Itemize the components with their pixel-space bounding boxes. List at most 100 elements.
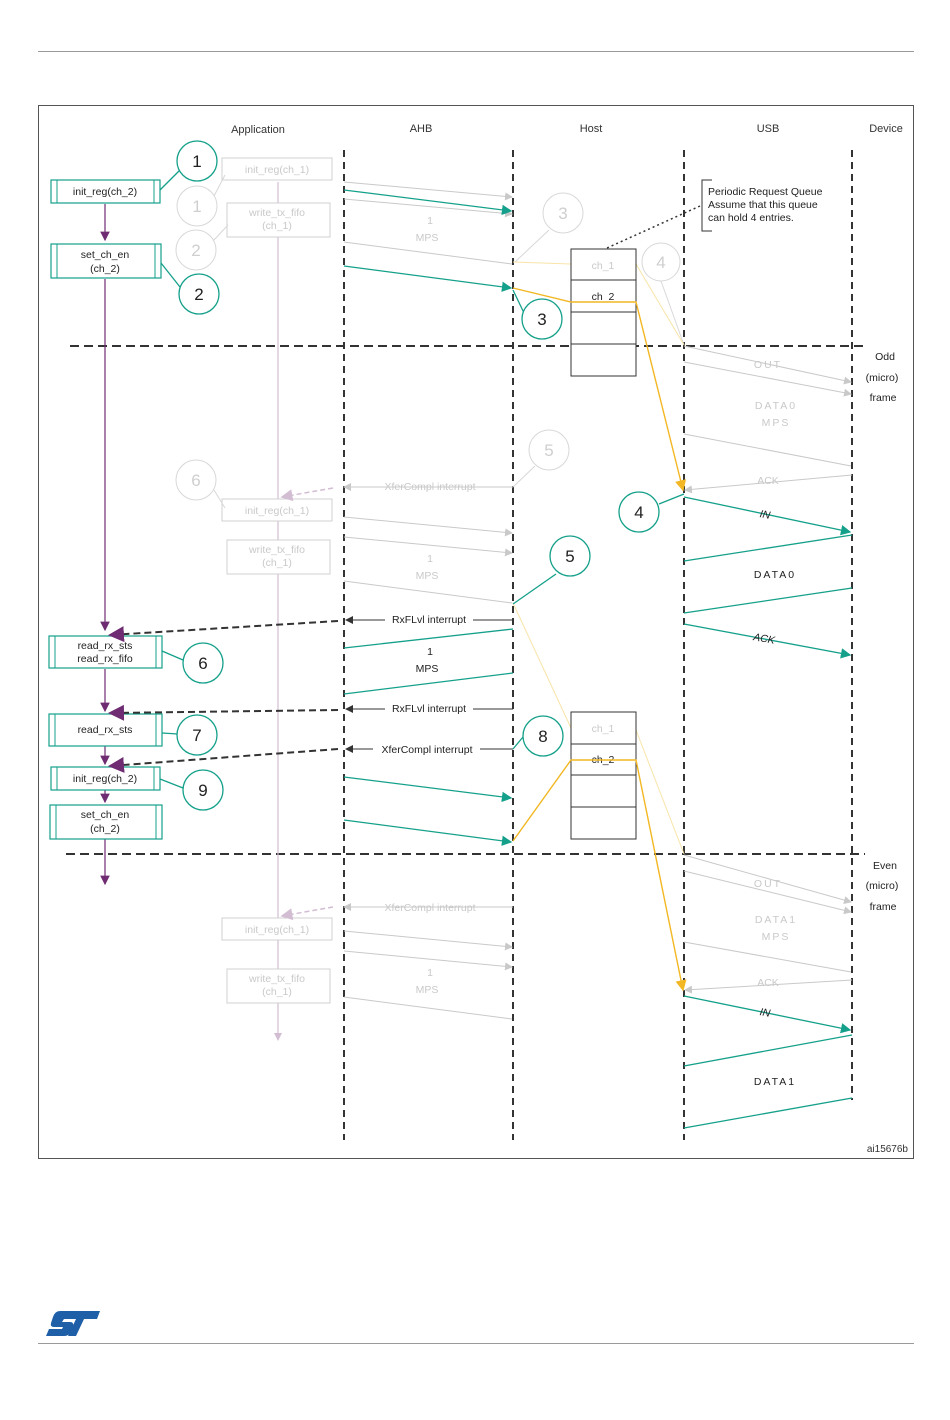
step-circle-6 bbox=[182, 642, 224, 684]
page-bottom-rule bbox=[38, 1343, 914, 1344]
set-ch-en-label-2: (ch_2) bbox=[90, 263, 120, 275]
step-circle-4 bbox=[618, 491, 660, 533]
step-circle-2 bbox=[178, 273, 220, 315]
step-number-2: 2 bbox=[194, 285, 203, 304]
queue-note-line-3: can hold 4 entries. bbox=[708, 212, 794, 224]
set-ch-en-label-3: set_ch_en bbox=[81, 809, 130, 821]
faint-usb-data0: DATA0 bbox=[755, 400, 797, 412]
usb-in-label-2: IN bbox=[759, 1006, 772, 1020]
set-ch-en-box-2: set_ch_en (ch_2) bbox=[49, 804, 163, 840]
read-rx-fifo-label: read_rx_fifo bbox=[77, 653, 133, 665]
faint-timeline-end-arrow bbox=[274, 1033, 282, 1041]
read-rx-sts-fifo-box: read_rx_sts read_rx_fifo bbox=[48, 635, 163, 669]
step-number-8: 8 bbox=[538, 727, 547, 746]
request-queue-1: ch_1 ch_2 bbox=[570, 248, 637, 377]
faint-usb-out-1: OUT bbox=[754, 359, 782, 371]
faint-write-tx-label-5: write_tx_fifo bbox=[248, 973, 305, 985]
faint-step-number-6: 6 bbox=[191, 471, 200, 490]
faint-write-tx-label-4: (ch_1) bbox=[262, 557, 292, 569]
lane-lines bbox=[343, 150, 853, 1140]
faint-ch1-flow: init_reg(ch_1) write_tx_fifo (ch_1) init… bbox=[175, 157, 853, 1041]
step-number-3: 3 bbox=[537, 310, 546, 329]
usb-ack-label: ACK bbox=[751, 631, 776, 647]
faint-write-tx-label-3: write_tx_fifo bbox=[248, 544, 305, 556]
odd-frame-label-2: (micro) bbox=[866, 372, 899, 384]
xfercompl-interrupt-label: XferCompl interrupt bbox=[381, 744, 472, 756]
faint-write-tx-label-6: (ch_1) bbox=[262, 986, 292, 998]
step-connectors bbox=[159, 169, 685, 789]
faint-write-tx-label-2: (ch_1) bbox=[262, 220, 292, 232]
faint-step-number-1: 1 bbox=[192, 197, 201, 216]
step-number-9: 9 bbox=[198, 781, 207, 800]
app-ch2-flow: init_reg(ch_2) set_ch_en (ch_2) read_rx_… bbox=[48, 179, 163, 886]
faint-xfercompl-label-2: XferCompl interrupt bbox=[384, 902, 475, 914]
faint-init-reg-label: init_reg(ch_1) bbox=[245, 164, 309, 176]
faint-write-tx-label-1: write_tx_fifo bbox=[248, 207, 305, 219]
faint-ahb-one-3: 1 bbox=[427, 967, 433, 979]
usb-data0-label: DATA0 bbox=[754, 569, 796, 581]
figure-id: ai15676b bbox=[867, 1144, 909, 1155]
even-frame-label-1: Even bbox=[873, 860, 897, 872]
even-frame-label-2: (micro) bbox=[866, 880, 899, 892]
faint-step-circle-1 bbox=[176, 185, 218, 227]
step-number-1: 1 bbox=[192, 152, 201, 171]
init-reg-ch2-label-2: init_reg(ch_2) bbox=[73, 773, 137, 785]
faint-init-reg-label-3: init_reg(ch_1) bbox=[245, 924, 309, 936]
faint-ahb-mps-2: MPS bbox=[416, 570, 439, 582]
odd-frame-label-3: frame bbox=[870, 392, 897, 404]
rxflvl-interrupt-label-2: RxFLvl interrupt bbox=[392, 703, 466, 715]
init-reg-ch2-box: init_reg(ch_2) bbox=[50, 179, 161, 204]
even-frame-label-3: frame bbox=[870, 901, 897, 913]
step-circle-1 bbox=[176, 140, 218, 182]
faint-step-number-5: 5 bbox=[544, 441, 553, 460]
read-rx-sts-label-1: read_rx_sts bbox=[78, 640, 133, 652]
step-circle-8 bbox=[522, 715, 564, 757]
step-number-6: 6 bbox=[198, 654, 207, 673]
faint-ahb-one-2: 1 bbox=[427, 553, 433, 565]
usb-in-label-1: IN bbox=[759, 508, 772, 522]
figure-frame bbox=[38, 105, 914, 1159]
faint-usb-ack-2: ACK bbox=[757, 977, 779, 989]
faint-usb-out-2: OUT bbox=[754, 878, 782, 890]
step-circle-5 bbox=[549, 535, 591, 577]
faint-step-circle-2 bbox=[175, 229, 217, 271]
faint-usb-mps-1: MPS bbox=[762, 417, 791, 429]
column-header-device: Device bbox=[869, 123, 903, 135]
queue1-ch1: ch_1 bbox=[592, 260, 615, 272]
column-header-usb: USB bbox=[757, 123, 780, 135]
faint-step-number-2: 2 bbox=[191, 241, 200, 260]
faint-usb-mps-2: MPS bbox=[762, 931, 791, 943]
step-number-4: 4 bbox=[634, 503, 643, 522]
usb-teal-arrows bbox=[683, 496, 853, 1129]
step-circle-3 bbox=[521, 298, 563, 340]
odd-frame-label-1: Odd bbox=[875, 351, 895, 363]
set-ch-en-label-1: set_ch_en bbox=[81, 249, 130, 261]
init-reg-ch2-box-2: init_reg(ch_2) bbox=[50, 766, 161, 791]
rxflvl-interrupt-label-1: RxFLvl interrupt bbox=[392, 614, 466, 626]
queue-note: Periodic Request Queue Assume that this … bbox=[606, 179, 823, 249]
set-ch-en-box: set_ch_en (ch_2) bbox=[50, 243, 162, 279]
queue-note-line-1: Periodic Request Queue bbox=[708, 186, 823, 198]
ahb-teal-arrows bbox=[343, 189, 514, 846]
faint-step-circle-3 bbox=[542, 192, 584, 234]
faint-step-number-4: 4 bbox=[656, 253, 665, 272]
faint-init-reg-box-2 bbox=[221, 498, 333, 522]
usb-data1-label: DATA1 bbox=[754, 1076, 796, 1088]
init-reg-ch2-label: init_reg(ch_2) bbox=[73, 186, 137, 198]
step-circle-9 bbox=[182, 769, 224, 811]
faint-write-tx-box-3 bbox=[226, 968, 331, 1004]
faint-xfercompl-label-1: XferCompl interrupt bbox=[384, 481, 475, 493]
step-circle-7 bbox=[176, 714, 218, 756]
page-top-rule bbox=[38, 51, 914, 52]
interrupt-arrows bbox=[108, 620, 339, 773]
read-rx-sts-label-2: read_rx_sts bbox=[78, 724, 133, 736]
orange-request-lines bbox=[512, 287, 687, 992]
faint-step-number-3: 3 bbox=[558, 204, 567, 223]
step-circles: 1 2 3 4 5 6 7 8 9 bbox=[176, 140, 660, 811]
faint-usb-data1: DATA1 bbox=[755, 914, 797, 926]
ahb-one-label: 1 bbox=[427, 646, 433, 658]
step-number-5: 5 bbox=[565, 547, 574, 566]
faint-write-tx-box-2 bbox=[226, 539, 331, 575]
faint-step-circle-5 bbox=[528, 429, 570, 471]
